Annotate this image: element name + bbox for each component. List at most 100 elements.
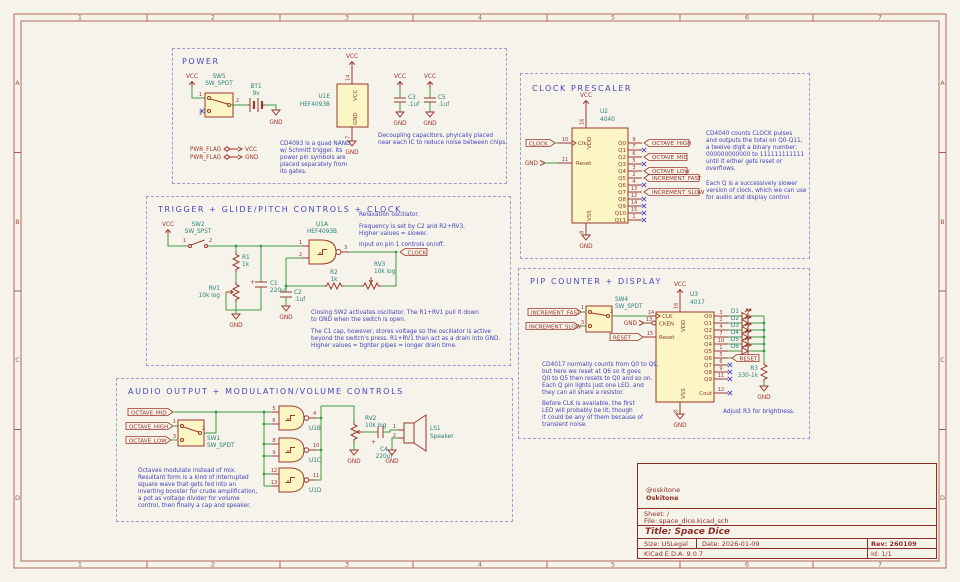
global-label-increment-fast[interactable]: INCREMENT_FAST	[643, 174, 702, 183]
pin-number: 2	[202, 426, 205, 432]
resistor-ref: R3	[750, 366, 758, 372]
gnd-power-symbol[interactable]: GND	[345, 140, 359, 156]
global-label-clock[interactable]: CLOCK	[525, 139, 558, 148]
pin-number: 15	[647, 331, 653, 337]
battery-bt1[interactable]: BT1 9v	[248, 84, 265, 112]
gnd-power-symbol[interactable]: GND	[579, 234, 593, 250]
vcc-label: VCC	[674, 282, 686, 288]
global-label-increment-fast[interactable]: INCREMENT_FAST	[527, 308, 582, 317]
capacitor-c2[interactable]: C2 .1uf	[280, 290, 306, 306]
global-label-reset-out[interactable]: RESET	[728, 354, 760, 363]
pin-number: 8	[272, 438, 275, 444]
gnd-icon	[675, 413, 685, 420]
note-line: placed separately from	[280, 162, 347, 168]
gnd-power-symbol[interactable]: GND	[757, 382, 771, 401]
pin-name: Q9	[618, 204, 626, 210]
pin-number: 4	[719, 324, 722, 330]
pwr-flag-label: PWR_FLAG	[190, 155, 222, 161]
note-line: Each Q pin lights just one LED, and	[542, 383, 644, 389]
pot-ref: RV1	[209, 286, 221, 292]
note-line: square wave that gets fed into an	[138, 482, 236, 488]
resistor-r3[interactable]: R3 330-1k	[738, 361, 768, 383]
pin-number: 6	[632, 151, 635, 157]
global-label-octave-high[interactable]: OCTAVE_HIGH	[125, 422, 174, 431]
pin-number: 3	[173, 434, 176, 440]
note-line: control, then finally a cap and speaker.	[138, 503, 251, 509]
pin-number: 11	[562, 157, 568, 163]
global-label-octave-mid[interactable]: OCTAVE_MID	[643, 153, 688, 162]
ic-u1e[interactable]: U1E HEF4093B 14 7 VCC GND	[300, 67, 369, 141]
gnd-label: GND	[279, 315, 293, 321]
global-label-text: INCREMENT_SLOW	[652, 190, 705, 196]
switch-sw2[interactable]: SW2 SW_SPST 1 2	[183, 222, 212, 248]
schematic-title: Title: Space Dice	[645, 527, 731, 537]
capacitor-c5[interactable]: VCC GND C5 .1uf	[423, 74, 450, 127]
gnd-power-symbol[interactable]: GND	[279, 305, 293, 321]
frame-col-label: 3	[345, 561, 349, 569]
date-field: Date: 2026-01-09	[702, 540, 760, 548]
sheet-field: Sheet: /	[644, 510, 670, 518]
pin-number: 1	[183, 238, 186, 244]
global-label-octave-high[interactable]: OCTAVE_HIGH	[643, 139, 691, 148]
global-label-clock[interactable]: CLOCK	[399, 248, 428, 257]
nand-gate-u1a[interactable]: U1A HEF4093B 1 2 3	[299, 222, 349, 265]
vcc-power-symbol[interactable]: VCC	[162, 222, 174, 236]
gnd-power-symbol[interactable]: GND	[624, 320, 646, 328]
gnd-power-symbol[interactable]: GND	[385, 449, 399, 465]
global-label-increment-slow[interactable]: INCREMENT_SLOW	[643, 188, 705, 197]
global-label-octave-low[interactable]: OCTAVE_LOW	[643, 167, 690, 176]
frame-col-label: 2	[211, 561, 215, 569]
pin-number: 5	[719, 352, 722, 358]
capacitor-c1[interactable]: + C1 220uf	[250, 246, 288, 310]
speaker-ls1[interactable]: 1 2 LS1 Speaker	[393, 414, 454, 452]
pin-number: 13	[271, 480, 277, 486]
global-label-text: OCTAVE_LOW	[129, 439, 167, 445]
potentiometer-rv3[interactable]: RV3 10k log	[360, 262, 396, 290]
frame-col-label: 5	[611, 561, 615, 569]
vcc-power-symbol[interactable]: VCC	[674, 282, 686, 296]
led-ref: D3	[731, 323, 739, 329]
pin-name: VSS	[681, 388, 687, 399]
resistor-r2[interactable]: R2 1k	[323, 270, 345, 290]
vcc-power-symbol[interactable]: VCC	[346, 54, 358, 68]
switch-sw1[interactable]: 1 2 3 SW1 SW_SPDT	[173, 419, 235, 449]
no-connect-icon	[641, 210, 647, 216]
global-label-increment-slow[interactable]: INCREMENT_SLOW	[525, 322, 582, 331]
note-line: Resultant form is a kind of interrupted	[138, 475, 249, 481]
ic-u2[interactable]: U2 4040 10 Clk 11 Reset 16 VDD 8 VSS Q0 …	[558, 106, 642, 235]
ic-u3[interactable]: U3 4017 14 CLK 13 CKEN 15 Reset 16 VDD 8…	[643, 292, 728, 414]
note-line: a twelve digit a binary number:	[706, 145, 797, 151]
section-title: POWER	[182, 57, 220, 66]
gnd-power-symbol[interactable]: GND	[229, 310, 243, 329]
resistor-value: 1k	[242, 262, 250, 268]
potentiometer-rv2[interactable]: RV2 10k log	[350, 416, 387, 443]
note-switch-behavior: Closing SW2 activates oscillator. The R1…	[310, 310, 500, 349]
pin-name: Q8	[618, 197, 626, 203]
global-label-octave-low[interactable]: OCTAVE_LOW	[125, 436, 172, 445]
global-label-octave-mid[interactable]: OCTAVE_MID	[127, 408, 174, 417]
gnd-label: GND	[525, 161, 539, 167]
pwr-flag-vcc[interactable]: PWR_FLAG VCC	[190, 146, 257, 153]
gnd-power-symbol[interactable]: GND	[347, 449, 361, 465]
vcc-power-symbol[interactable]: VCC	[580, 93, 592, 107]
pwr-flag-gnd[interactable]: PWR_FLAG GND	[190, 154, 259, 161]
led-array[interactable]: D1 D2 D3 D4 D5 D6	[728, 308, 766, 362]
note-line: for audio and display control.	[706, 195, 791, 201]
pin-number: 1	[632, 214, 635, 220]
frame-row-label: C	[940, 356, 945, 364]
vcc-power-symbol[interactable]: VCC	[186, 74, 198, 88]
gnd-power-symbol[interactable]: GND	[269, 109, 283, 126]
capacitor-c3[interactable]: VCC GND C3 .1uf	[393, 74, 420, 127]
switch-sw5[interactable]: SW5 SW_SPDT 1 2 3	[199, 74, 239, 118]
nand-gate-u1c[interactable]: 8 9 10 U1C	[272, 437, 321, 464]
potentiometer-rv1[interactable]: RV1 10k log	[199, 272, 261, 311]
nand-gate-u1d[interactable]: 12 13 11 U1D	[271, 467, 322, 494]
global-label-reset-in[interactable]: RESET	[609, 333, 644, 342]
switch-sw4[interactable]: SW4 SW_SPDT 1 2 3	[581, 297, 643, 333]
gnd-power-symbol[interactable]: GND	[673, 413, 687, 429]
gnd-power-symbol[interactable]: GND	[525, 160, 558, 168]
resistor-value: 1k	[330, 277, 338, 283]
nand-gate-u1b[interactable]: 5 6 4 U1B	[272, 405, 321, 432]
resistor-r1[interactable]: R1 1k	[232, 246, 250, 273]
